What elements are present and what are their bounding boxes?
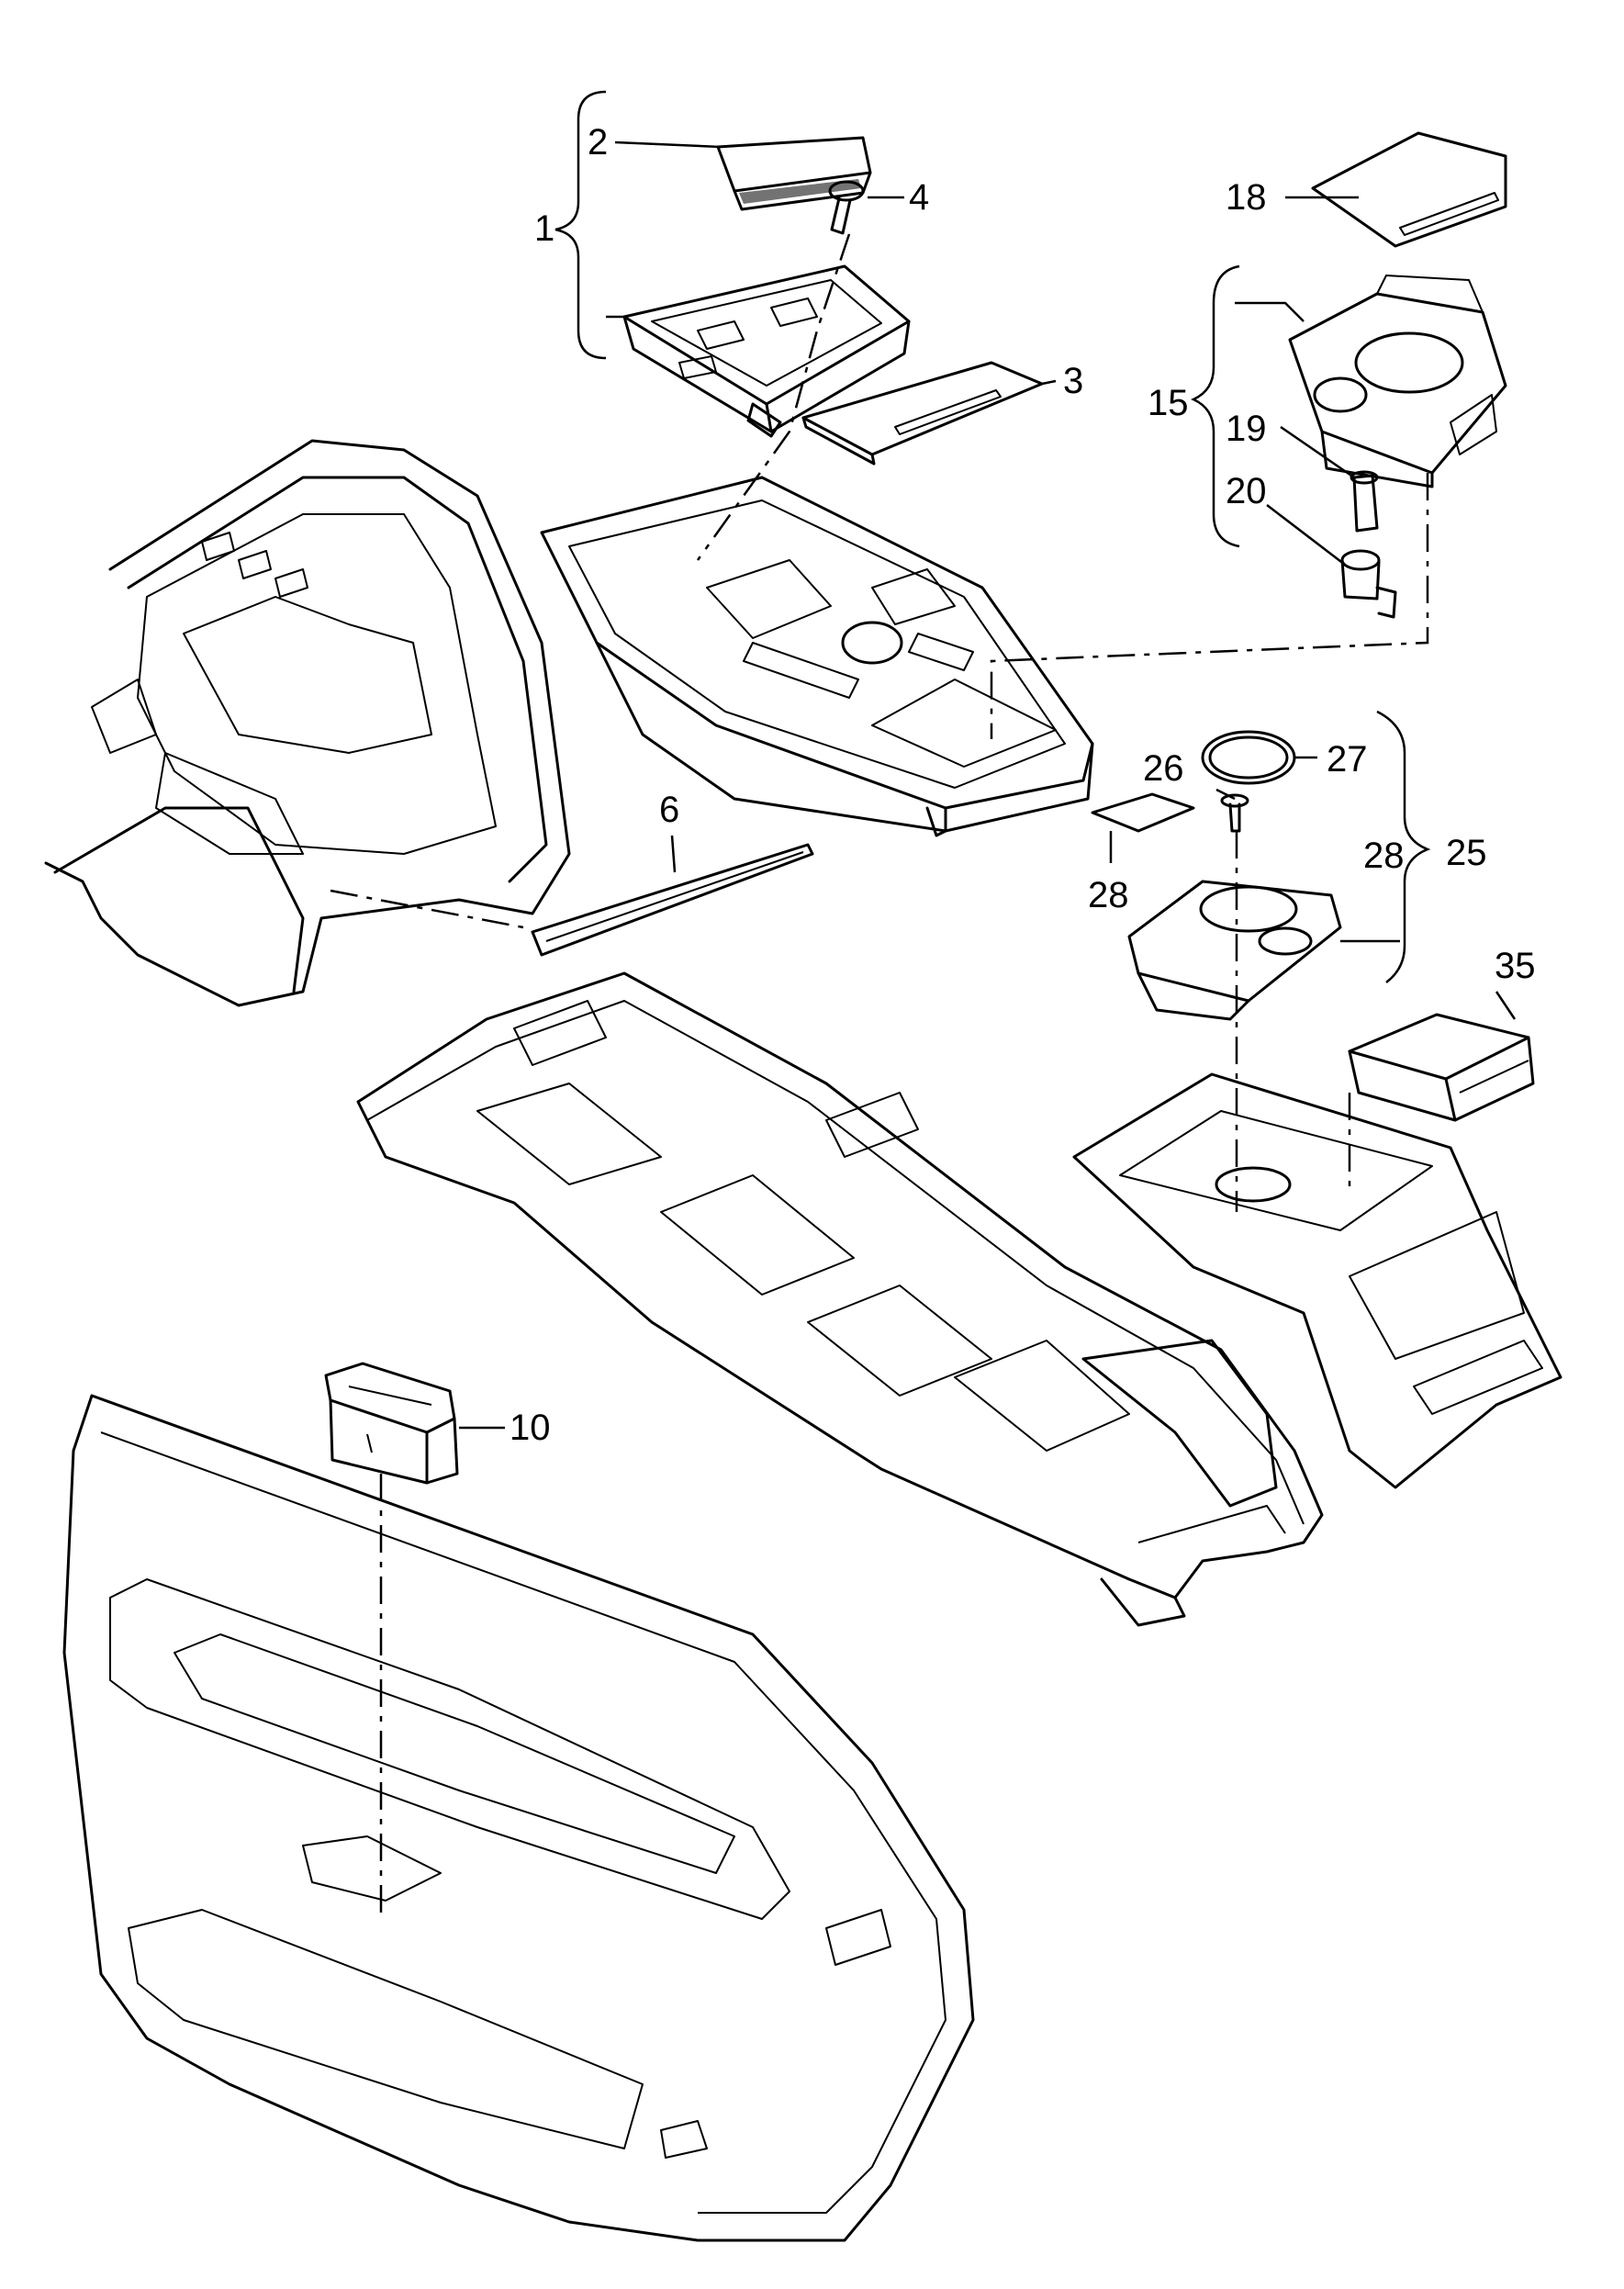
rear-console bbox=[1072, 1072, 1562, 1489]
callout-2: 2 bbox=[588, 122, 608, 163]
callout-25: 25 bbox=[1446, 833, 1487, 873]
brace-15 bbox=[1190, 264, 1240, 548]
brace-1 bbox=[554, 90, 607, 360]
callout-1: 1 bbox=[534, 208, 554, 249]
callout-28-left: 28 bbox=[1088, 875, 1129, 915]
callout-4: 4 bbox=[909, 177, 929, 218]
part-35-storage-box bbox=[1348, 1013, 1535, 1122]
part-26-screw bbox=[1220, 793, 1249, 833]
callout-6: 6 bbox=[659, 790, 679, 830]
brace-25 bbox=[1376, 710, 1431, 983]
part-18-cover bbox=[1311, 131, 1507, 248]
part-1-tray-frame bbox=[622, 264, 911, 438]
callout-28-right: 28 bbox=[1363, 836, 1405, 876]
part-6-trim-strip bbox=[531, 843, 814, 957]
callout-19: 19 bbox=[1226, 409, 1267, 449]
dashboard-section bbox=[44, 439, 571, 1007]
assembly-lines bbox=[330, 233, 1429, 1919]
callout-15: 15 bbox=[1148, 383, 1189, 423]
part-28-pad bbox=[1091, 792, 1195, 833]
part-15-cupholder-assembly bbox=[1288, 275, 1507, 488]
center-console-upper bbox=[540, 476, 1094, 837]
callout-18: 18 bbox=[1226, 177, 1267, 218]
part-4-screw bbox=[828, 180, 865, 235]
part-25-cupholder bbox=[1127, 880, 1342, 1021]
part-3-tray-lid bbox=[801, 361, 1044, 466]
part-20-socket bbox=[1340, 549, 1397, 619]
callout-10: 10 bbox=[510, 1408, 551, 1448]
part-10-module bbox=[324, 1362, 459, 1485]
callout-20: 20 bbox=[1226, 471, 1267, 511]
callout-3: 3 bbox=[1063, 361, 1083, 401]
center-console-frame bbox=[356, 971, 1324, 1627]
callout-35: 35 bbox=[1495, 946, 1536, 986]
part-19-lighter bbox=[1350, 470, 1379, 533]
callout-26: 26 bbox=[1143, 748, 1184, 789]
callout-27: 27 bbox=[1327, 739, 1368, 780]
part-27-ring bbox=[1201, 730, 1296, 785]
door-panel bbox=[62, 1394, 975, 2242]
leader-lines bbox=[459, 140, 1517, 1430]
part-2-tray-insert bbox=[716, 136, 872, 211]
